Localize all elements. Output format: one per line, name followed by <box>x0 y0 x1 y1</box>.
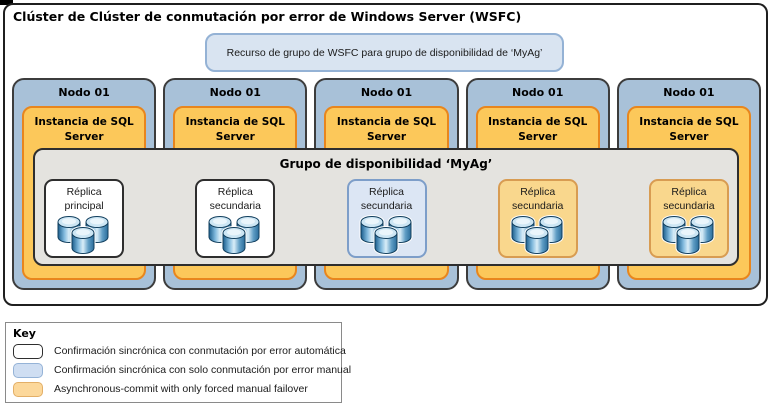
node-title: Nodo 01 <box>58 86 110 99</box>
key-item-async: Asynchronous-commit with only forced man… <box>13 381 341 397</box>
replica-label: Réplica secundaria <box>512 186 564 212</box>
key-swatch-sync-auto <box>13 343 43 359</box>
key-item-label: Confirmación sincrónica con solo conmuta… <box>54 364 352 376</box>
node-title: Nodo 01 <box>360 86 413 99</box>
key-swatch-async <box>13 381 43 397</box>
key-item-label: Confirmación sincrónica con conmutación … <box>54 345 346 357</box>
availability-group-title: Grupo de disponibilidad ‘MyAg’ <box>279 157 493 171</box>
database-cylinders-icon <box>56 215 110 256</box>
replica-label: Réplica secundaria <box>663 186 715 212</box>
replica-box-primary: Réplica principal <box>44 179 125 258</box>
node-title: Nodo 01 <box>663 86 715 99</box>
key-item-label: Asynchronous-commit with only forced man… <box>54 383 308 395</box>
replicas-row: Réplica principal Réplica secundaria <box>12 179 761 259</box>
replica-label: Réplica secundaria <box>360 186 413 212</box>
replica-label: Réplica secundaria <box>209 186 261 212</box>
key-swatch-sync-manual <box>13 362 43 378</box>
replica-label: Réplica principal <box>64 186 104 212</box>
key-item-sync-manual: Confirmación sincrónica con solo conmuta… <box>13 362 351 378</box>
replica-box-secondary-4: Réplica secundaria <box>648 179 729 258</box>
corner-artifact <box>0 0 13 5</box>
node-title: Nodo 01 <box>512 86 564 99</box>
diagram-title: Clúster de Clúster de conmutación por er… <box>13 9 522 24</box>
database-cylinders-icon <box>661 215 715 256</box>
wsfc-resource-group-box: Recurso de grupo de WSFC para grupo de d… <box>205 33 564 72</box>
database-cylinders-icon <box>359 215 412 256</box>
key-title: Key <box>13 327 36 340</box>
database-cylinders-icon <box>510 215 564 256</box>
replica-box-secondary-2: Réplica secundaria <box>346 179 427 258</box>
key-item-sync-auto: Confirmación sincrónica con conmutación … <box>13 343 346 359</box>
node-title: Nodo 01 <box>209 86 261 99</box>
replica-box-secondary-3: Réplica secundaria <box>497 179 578 258</box>
key-box: Key Confirmación sincrónica con conmutac… <box>5 322 351 403</box>
replica-box-secondary-1: Réplica secundaria <box>195 179 276 258</box>
database-cylinders-icon <box>207 215 261 256</box>
wsfc-resource-group-label: Recurso de grupo de WSFC para grupo de d… <box>226 46 543 59</box>
